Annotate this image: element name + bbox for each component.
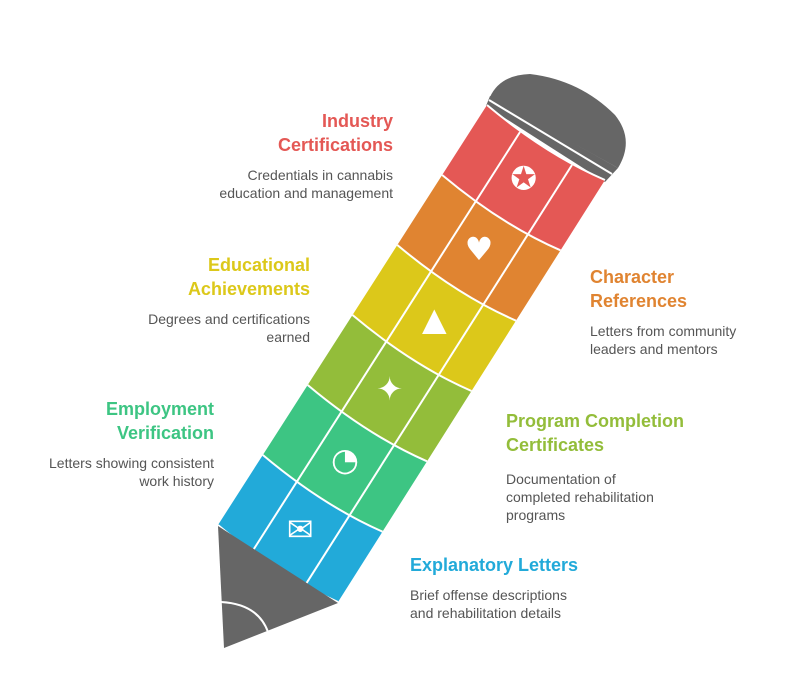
pencil-envelope-icon: ✉ bbox=[287, 510, 314, 548]
pencil-band bbox=[442, 105, 605, 251]
band-divider bbox=[396, 244, 517, 322]
title-line: Educational bbox=[207, 255, 310, 275]
label-explanatory-letters: Explanatory Letters Brief offense descri… bbox=[410, 553, 578, 622]
title-line: Employment bbox=[105, 399, 214, 419]
description: Brief offense descriptions and rehabilita… bbox=[410, 586, 578, 622]
pencil-tip bbox=[218, 526, 338, 648]
pencil-eraser bbox=[490, 74, 626, 168]
description: Degrees and certifications earned bbox=[148, 310, 310, 346]
clock-person-icon: ◔ bbox=[331, 440, 359, 478]
description: Documentation of completed rehabilitation… bbox=[506, 470, 684, 524]
title-line: Character bbox=[590, 267, 675, 287]
title-line: Explanatory Letters bbox=[410, 555, 579, 575]
description: Letters from community leaders and mentor… bbox=[590, 322, 736, 358]
pencil-band bbox=[352, 245, 516, 391]
desc-line: work history bbox=[139, 473, 214, 489]
ferrule-line bbox=[488, 99, 613, 175]
desc-line: Degrees and certifications bbox=[148, 311, 310, 327]
title-line: References bbox=[590, 291, 688, 311]
column-divider bbox=[303, 164, 573, 587]
desc-line: and rehabilitation details bbox=[410, 605, 561, 621]
pencil-lead-line bbox=[220, 601, 269, 633]
description: Letters showing consistent work history bbox=[49, 454, 214, 490]
band-divider bbox=[351, 314, 472, 392]
column-divider bbox=[250, 131, 521, 554]
title-line: Certificates bbox=[506, 435, 605, 455]
desc-line: education and management bbox=[219, 185, 393, 201]
graduation-cap-icon: ▲ bbox=[422, 300, 447, 338]
desc-line: programs bbox=[506, 507, 566, 523]
pencil-band bbox=[397, 175, 561, 321]
title-line: Achievements bbox=[187, 279, 310, 299]
band-divider bbox=[307, 384, 428, 463]
heart-handshake-icon: ♥ bbox=[465, 230, 494, 268]
certificate-icon: ✪ bbox=[510, 160, 537, 198]
band-divider bbox=[486, 104, 606, 181]
desc-line: Letters showing consistent bbox=[49, 455, 214, 471]
desc-line: Brief offense descriptions bbox=[410, 587, 567, 603]
desc-line: Letters from community bbox=[590, 323, 737, 339]
desc-line: Documentation of bbox=[506, 471, 616, 487]
pencil-band bbox=[262, 385, 427, 532]
band-divider bbox=[441, 174, 561, 252]
desc-line: earned bbox=[266, 329, 310, 345]
description: Credentials in cannabis education and man… bbox=[219, 166, 393, 202]
desc-line: leaders and mentors bbox=[590, 341, 718, 357]
title-line: Certifications bbox=[277, 135, 393, 155]
desc-line: Credentials in cannabis bbox=[247, 167, 393, 183]
pencil-band bbox=[307, 315, 472, 462]
band-divider bbox=[262, 454, 383, 533]
pencil-band bbox=[218, 455, 383, 602]
document-badge-icon: ✦ bbox=[376, 370, 403, 408]
desc-line: completed rehabilitation bbox=[506, 489, 654, 505]
title-line: Program Completion bbox=[506, 411, 685, 431]
title-line: Verification bbox=[116, 423, 214, 443]
title-line: Industry bbox=[321, 111, 393, 131]
title: Explanatory Letters bbox=[410, 553, 578, 577]
